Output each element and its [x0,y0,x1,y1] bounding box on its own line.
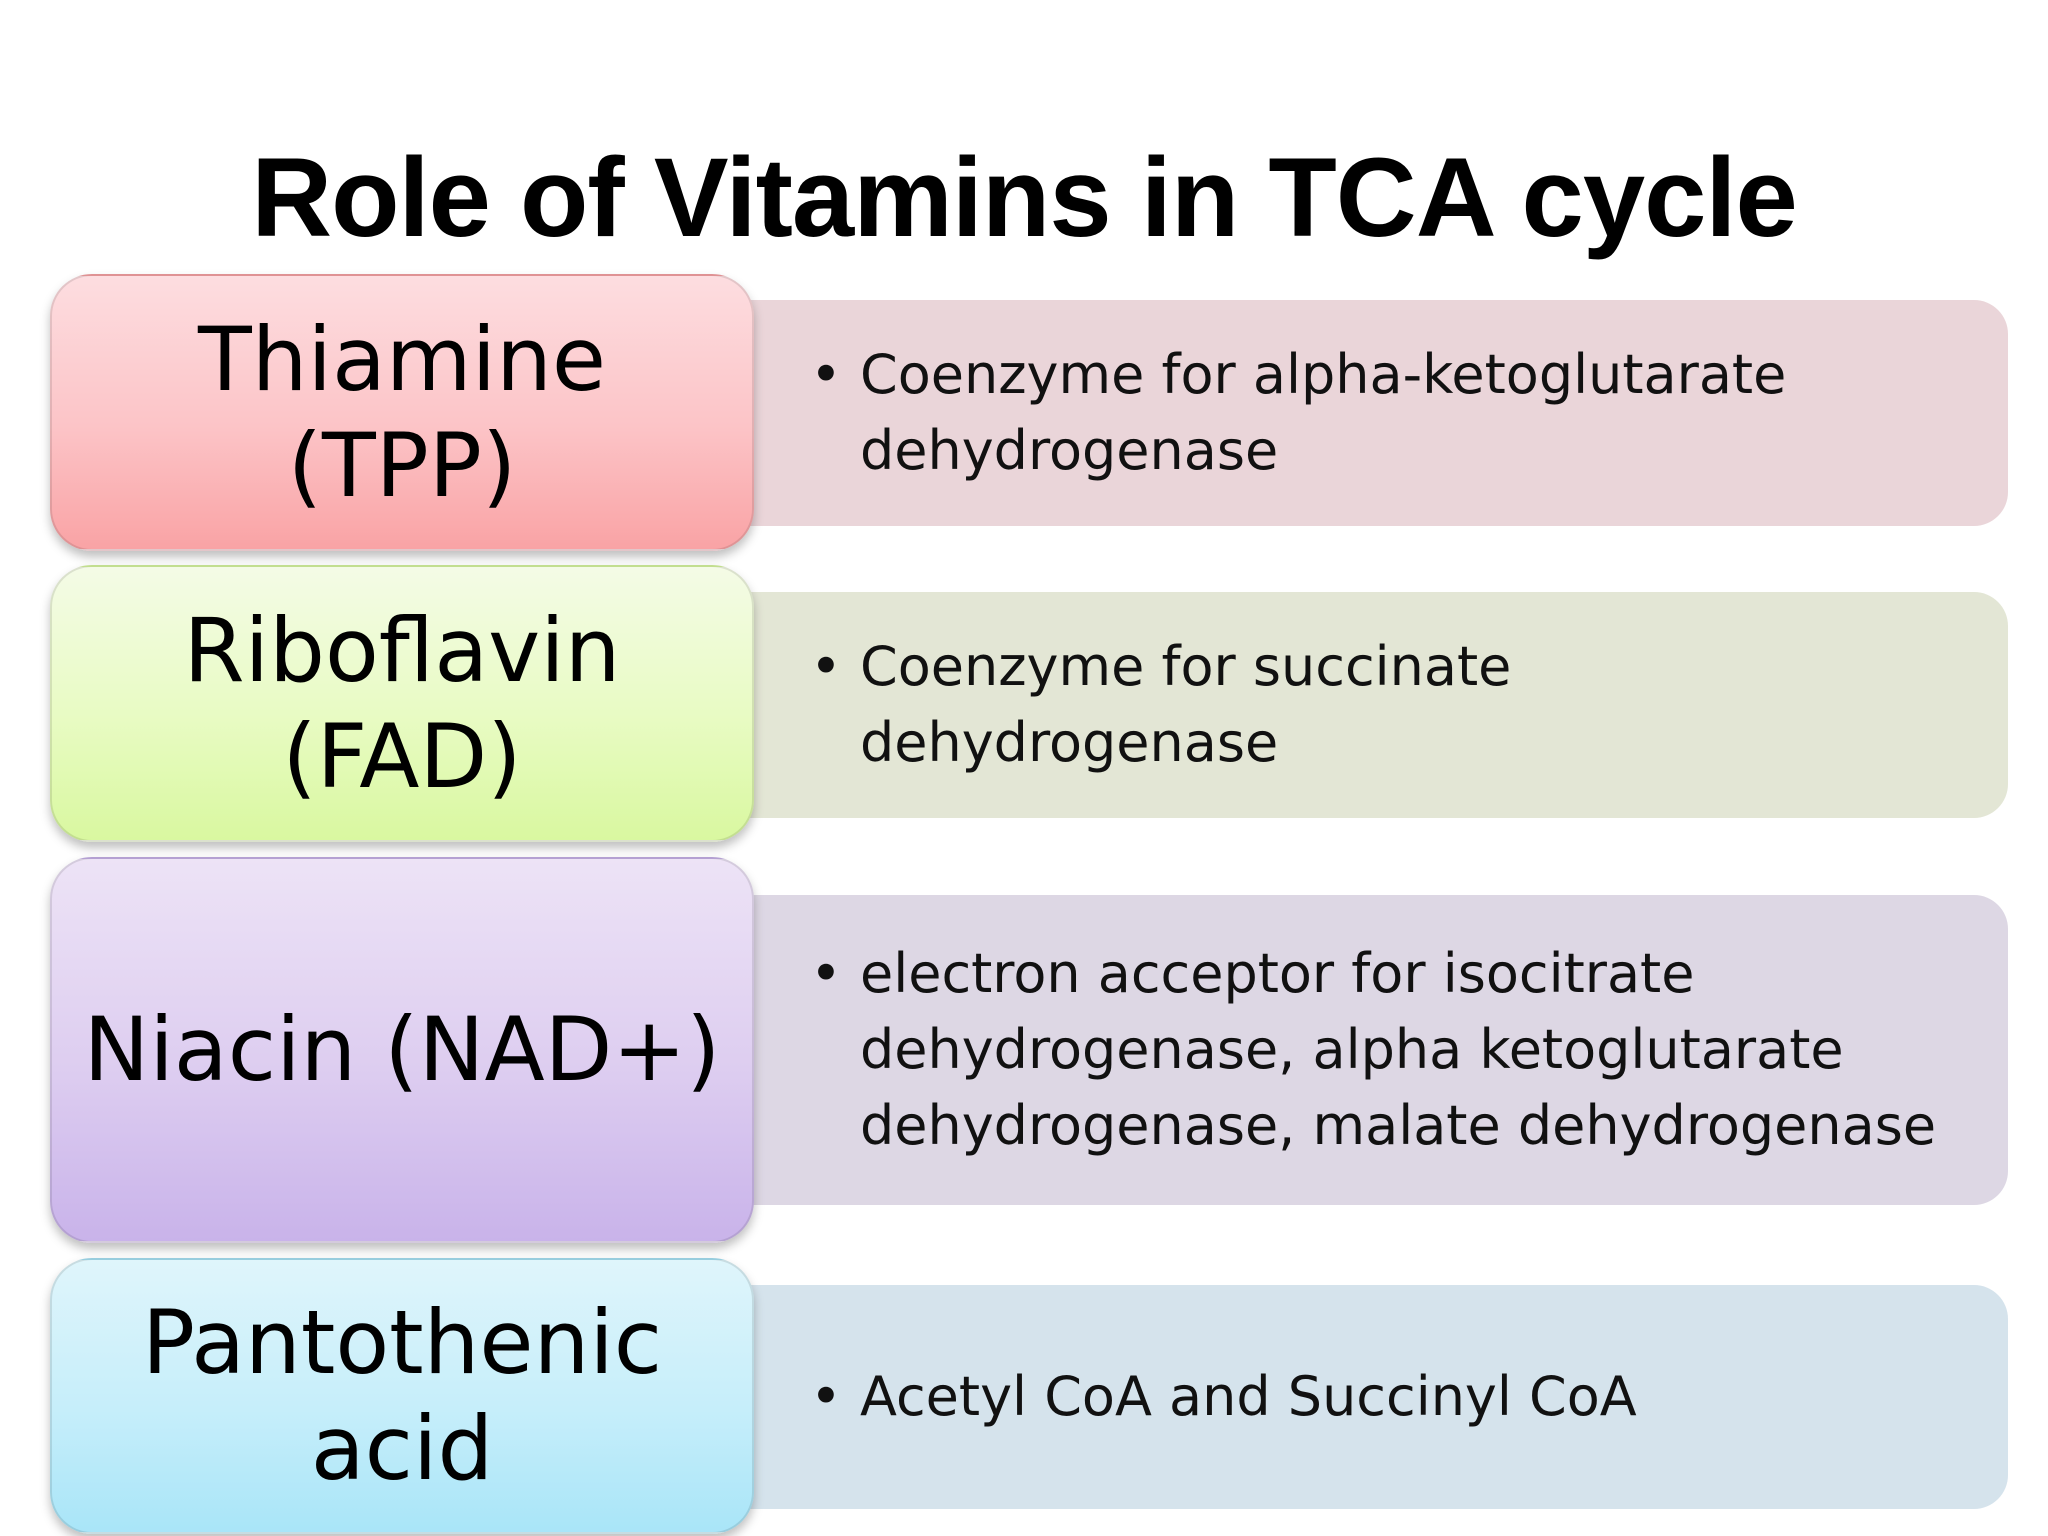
row-description-riboflavin: • Coenzyme for succinate dehydrogenase [700,592,2008,818]
vitamin-label-text: Pantothenic acid [142,1291,663,1500]
bullet-item: • Coenzyme for alpha-ketoglutarate dehydr… [810,337,1920,489]
bullet-item: • Coenzyme for succinate dehydrogenase [810,629,1620,781]
vitamin-label-text: Thiamine (TPP) [198,307,606,517]
bullet-text: Coenzyme for alpha-ketoglutarate dehydro… [860,343,1787,482]
bullet-icon: • [810,635,842,698]
row-description-niacin: • electron acceptor for isocitrate dehydr… [700,895,2008,1205]
slide-title: Role of Vitamins in TCA cycle [251,135,1798,260]
bullet-text: Acetyl CoA and Succinyl CoA [860,1365,1637,1428]
vitamin-label-riboflavin: Riboflavin (FAD) [50,565,754,842]
vitamin-label-pantothenic-acid: Pantothenic acid [50,1258,754,1534]
bullet-item: • Acetyl CoA and Succinyl CoA [810,1359,1637,1435]
bullet-icon: • [810,942,842,1005]
vitamin-label-text: Riboflavin (FAD) [183,598,621,808]
bullet-icon: • [810,343,842,406]
vitamin-label-niacin: Niacin (NAD+) [50,857,754,1243]
bullet-list: • Coenzyme for succinate dehydrogenase [810,629,1620,781]
bullet-item: • electron acceptor for isocitrate dehydr… [810,936,1940,1164]
bullet-list: • Coenzyme for alpha-ketoglutarate dehydr… [810,337,1920,489]
bullet-list: • Acetyl CoA and Succinyl CoA [810,1359,1637,1435]
row-description-pantothenic-acid: • Acetyl CoA and Succinyl CoA [700,1285,2008,1509]
vitamin-label-text: Niacin (NAD+) [83,998,721,1101]
bullet-text: electron acceptor for isocitrate dehydro… [860,942,1937,1157]
bullet-icon: • [810,1365,842,1428]
row-description-thiamine: • Coenzyme for alpha-ketoglutarate dehydr… [700,300,2008,526]
vitamin-label-thiamine: Thiamine (TPP) [50,274,754,551]
bullet-text: Coenzyme for succinate dehydrogenase [860,635,1512,774]
bullet-list: • electron acceptor for isocitrate dehydr… [810,936,1940,1164]
